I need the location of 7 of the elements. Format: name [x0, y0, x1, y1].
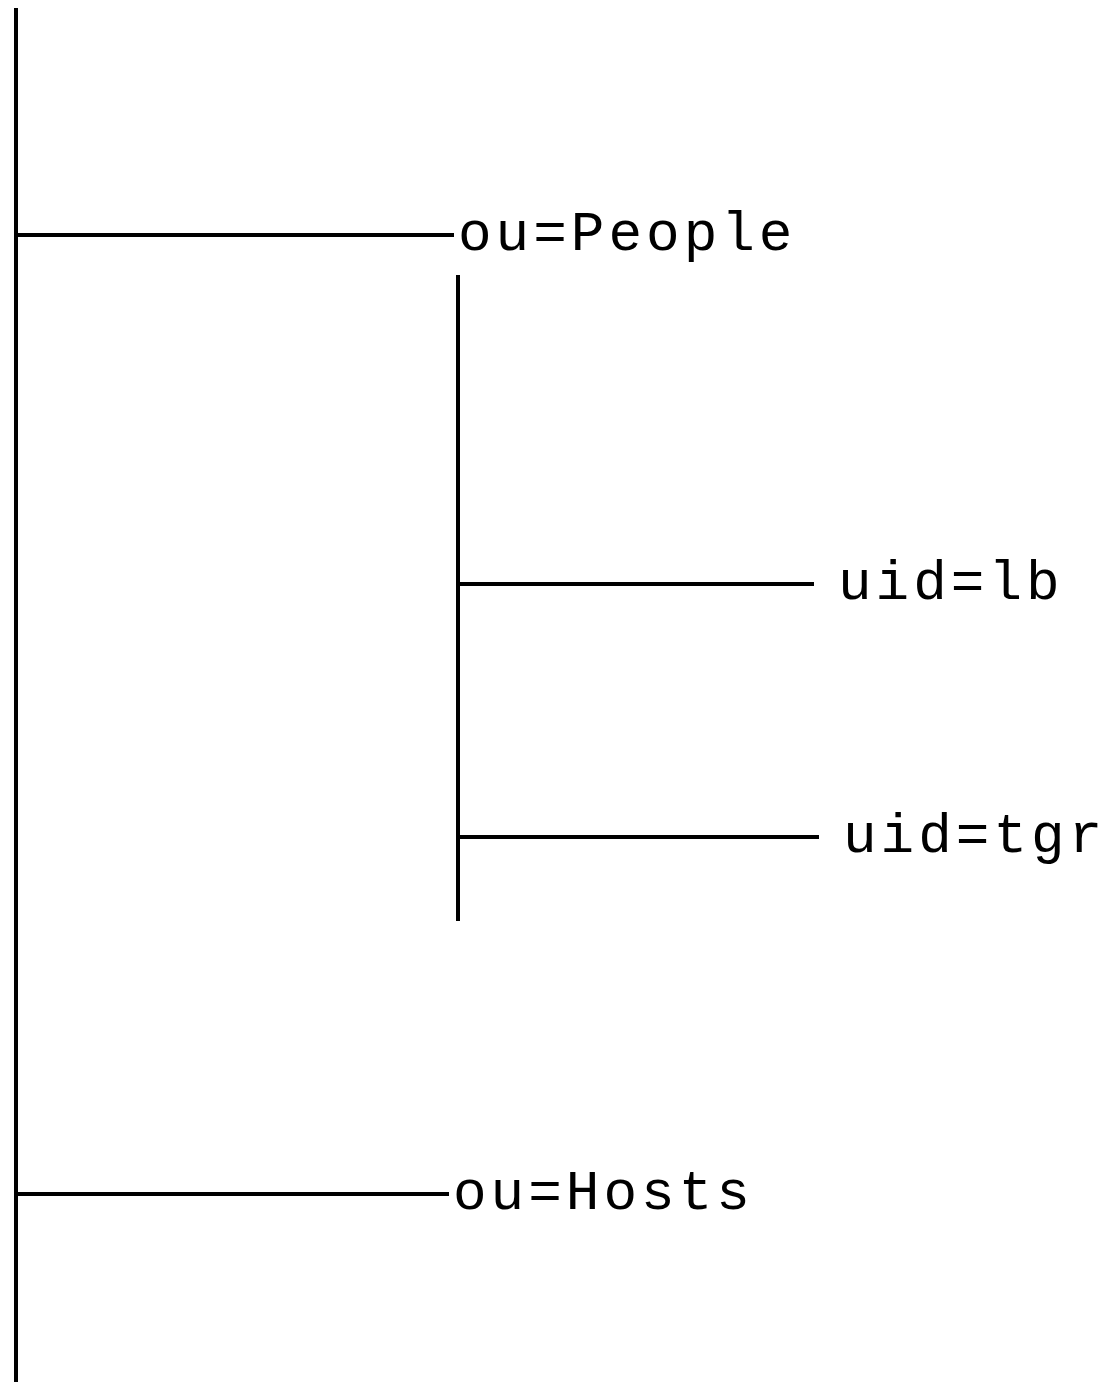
- tree-branch-line: [18, 233, 454, 237]
- tree-node-label: ou=People: [458, 207, 797, 263]
- tree-branch-line: [18, 1192, 449, 1196]
- tree-branch-line: [456, 275, 819, 839]
- tree-node-label: uid=lb: [838, 556, 1064, 612]
- tree-node-label: uid=tgr: [843, 809, 1107, 865]
- tree-node-label: ou=Hosts: [453, 1166, 754, 1222]
